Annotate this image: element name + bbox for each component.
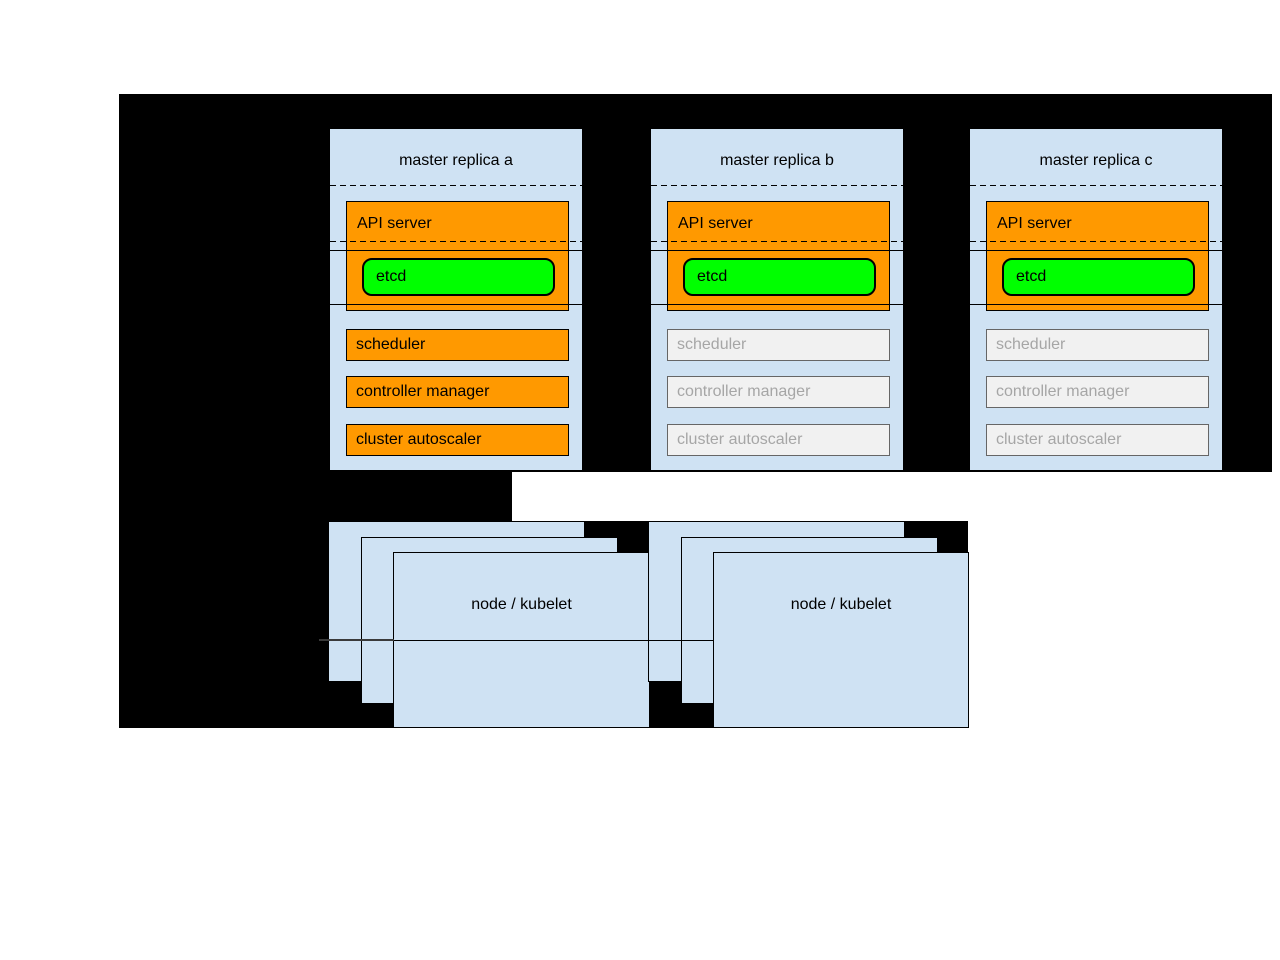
master-replica-a-title: master replica a [399, 152, 513, 169]
dashed-separator [651, 185, 903, 186]
api-server-label: API server [678, 215, 753, 232]
horizontal-line [651, 250, 903, 251]
api-server-box: API server etcd [667, 201, 890, 311]
etcd-box: etcd [362, 258, 555, 296]
dashed-separator [970, 241, 1222, 242]
connector-line [319, 639, 394, 641]
horizontal-line [970, 250, 1222, 251]
connector-line [649, 640, 714, 641]
node-kubelet-label: node / kubelet [471, 596, 572, 613]
scheduler-box: scheduler [986, 329, 1209, 361]
background-panel-left-band [119, 472, 512, 521]
horizontal-line [330, 304, 582, 305]
node-title-divider [393, 640, 650, 641]
master-replica-b-title: master replica b [720, 152, 834, 169]
horizontal-line [970, 304, 1222, 305]
cluster-autoscaler-box: cluster autoscaler [667, 424, 890, 456]
etcd-label: etcd [697, 268, 728, 285]
etcd-label: etcd [376, 268, 407, 285]
dashed-separator [330, 241, 582, 242]
scheduler-box: scheduler [346, 329, 569, 361]
node-box-front: node / kubelet [393, 552, 650, 728]
node-kubelet-label: node / kubelet [790, 596, 892, 613]
master-replica-b-panel: master replica b API server etcd schedul… [650, 128, 904, 471]
dashed-separator [970, 185, 1222, 186]
dashed-separator [330, 185, 582, 186]
etcd-box: etcd [683, 258, 876, 296]
horizontal-line [330, 250, 582, 251]
api-server-label: API server [357, 215, 432, 232]
node-box-front: node / kubelet [713, 552, 969, 728]
controller-manager-box: controller manager [986, 376, 1209, 408]
api-server-box: API server etcd [346, 201, 569, 311]
master-replica-c-panel: master replica c API server etcd schedul… [969, 128, 1223, 471]
horizontal-line [651, 304, 903, 305]
controller-manager-box: controller manager [346, 376, 569, 408]
master-replica-c-title: master replica c [1039, 152, 1153, 169]
master-replica-a-panel: master replica a API server etcd schedul… [329, 128, 583, 471]
etcd-label: etcd [1016, 268, 1047, 285]
api-server-label: API server [997, 215, 1072, 232]
controller-manager-box: controller manager [667, 376, 890, 408]
api-server-box: API server etcd [986, 201, 1209, 311]
scheduler-box: scheduler [667, 329, 890, 361]
cluster-autoscaler-box: cluster autoscaler [986, 424, 1209, 456]
cluster-autoscaler-box: cluster autoscaler [346, 424, 569, 456]
etcd-box: etcd [1002, 258, 1195, 296]
dashed-separator [651, 241, 903, 242]
